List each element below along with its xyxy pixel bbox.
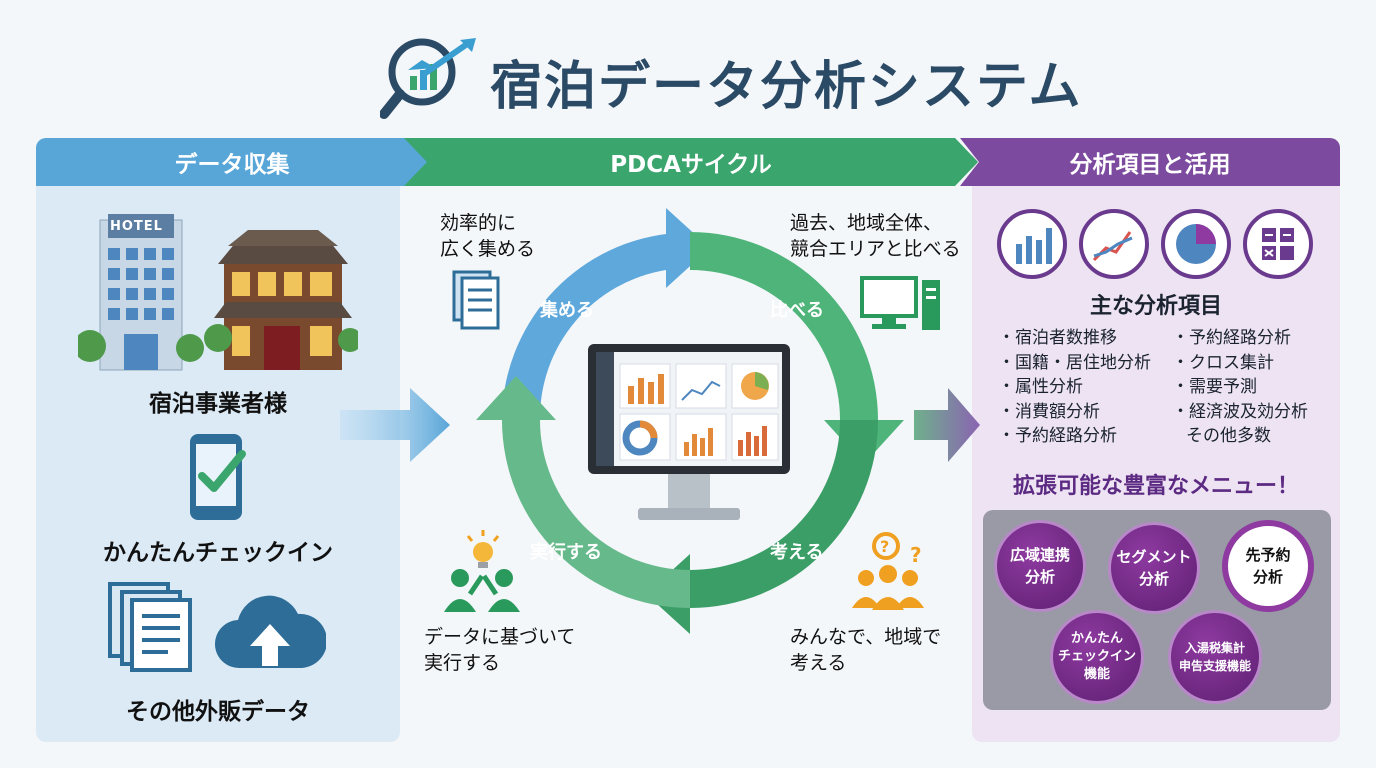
list-item: クロス集計: [1172, 351, 1308, 376]
people-question-icon: ? ?: [852, 532, 924, 610]
menu-badge-advance-booking: 先予約 分析: [1222, 520, 1314, 612]
stage-collect: 集める: [540, 300, 594, 321]
operators-label: 宿泊事業者様: [149, 391, 287, 417]
stage-think: 考える: [770, 542, 824, 563]
caption-compare: 過去、地域全体、 競合エリアと比べる: [790, 212, 961, 260]
analysis-items-left: 宿泊者数推移 国籍・居住地分析 属性分析 消費額分析 予約経路分析: [998, 326, 1151, 449]
analysis-items-right: 予約経路分析 クロス集計 需要予測 経済波及効分析 その他多数: [1172, 326, 1308, 449]
documents-icon: [108, 582, 192, 672]
report-document-icon: [452, 270, 500, 330]
menu-badge-regional: 広域連携 分析: [994, 520, 1086, 612]
desktop-computer-icon: [860, 276, 940, 330]
bar-chart-icon: [997, 209, 1067, 279]
pie-chart-icon: [1161, 209, 1231, 279]
hotel-sign: HOTEL: [110, 219, 163, 234]
list-item: 経済波及効分析: [1172, 400, 1308, 425]
list-item: 属性分析: [998, 375, 1151, 400]
svg-text:?: ?: [880, 537, 889, 556]
arrow-right-icon: [340, 388, 450, 462]
hotel-building-icon: [78, 214, 358, 371]
header-analysis: 分析項目と活用: [960, 138, 1340, 186]
menu-badge-segment: セグメント 分析: [1108, 522, 1200, 614]
list-item: その他多数: [1186, 426, 1271, 446]
list-item: 消費額分析: [998, 400, 1151, 425]
menu-badge-checkin: かんたん チェックイン 機能: [1050, 610, 1144, 704]
caption-collect: 効率的に 広く集める: [440, 212, 536, 260]
magnifier-chart-icon: [380, 38, 476, 119]
monitor-dashboard-icon: [588, 344, 790, 520]
list-item: 予約経路分析: [1172, 326, 1308, 351]
external-data-label: その他外販データ: [126, 699, 310, 725]
cloud-upload-icon: [214, 595, 326, 669]
pdca-cycle: [476, 208, 904, 634]
header-collect: データ収集: [36, 138, 428, 186]
smartphone-check-icon: [190, 434, 246, 520]
title-row: 宿泊データ分析システム: [380, 30, 1080, 120]
list-item: 国籍・居住地分析: [998, 351, 1151, 376]
header-pdca: PDCAサイクル: [404, 138, 978, 186]
page-title: 宿泊データ分析システム: [490, 57, 1083, 117]
list-item: 宿泊者数推移: [998, 326, 1151, 351]
calculator-icon: [1243, 209, 1313, 279]
line-chart-icon: [1079, 209, 1149, 279]
team-idea-icon: [444, 530, 520, 612]
svg-text:?: ?: [910, 543, 922, 567]
checkin-label: かんたんチェックイン: [103, 540, 333, 566]
list-item: 需要予測: [1172, 375, 1308, 400]
items-title: 主な分析項目: [1089, 294, 1222, 319]
arrow-right-icon: [914, 388, 980, 462]
stage-compare: 比べる: [770, 300, 824, 321]
expand-menu-title: 拡張可能な豊富なメニュー！: [1012, 474, 1299, 499]
menu-badge-bath-tax: 入湯税集計 申告支援機能: [1168, 610, 1262, 704]
caption-act: データに基づいて 実行する: [424, 626, 576, 674]
stage-act: 実行する: [530, 542, 602, 563]
caption-think: みんなで、地域で 考える: [790, 626, 942, 674]
list-item: 予約経路分析: [998, 424, 1151, 449]
